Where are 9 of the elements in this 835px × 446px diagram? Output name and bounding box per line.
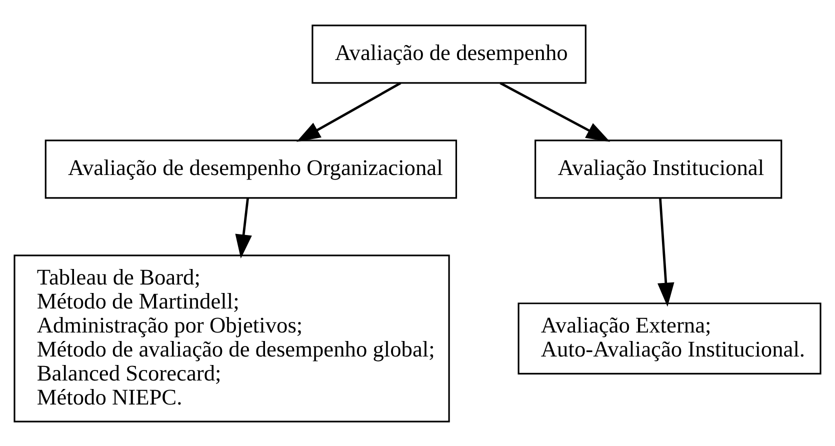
arrow (296, 82, 402, 142)
node-box: Avaliação de desempenho Organizacional (44, 139, 458, 198)
node-box: Avaliação de desempenho (312, 24, 586, 84)
node-box: Tableau de Board; Método de Martindell; Administração por Objetivos; Método de avaliação de desempenho global; Balanced Scorecard; Método NIEPC. (14, 254, 450, 422)
arrow (658, 198, 674, 306)
node-box: Avaliação Externa; Auto-Avaliação Institucional. (518, 302, 822, 374)
arrow (235, 198, 252, 258)
arrow (500, 82, 610, 142)
node-box: Avaliação Institucional (534, 139, 782, 198)
